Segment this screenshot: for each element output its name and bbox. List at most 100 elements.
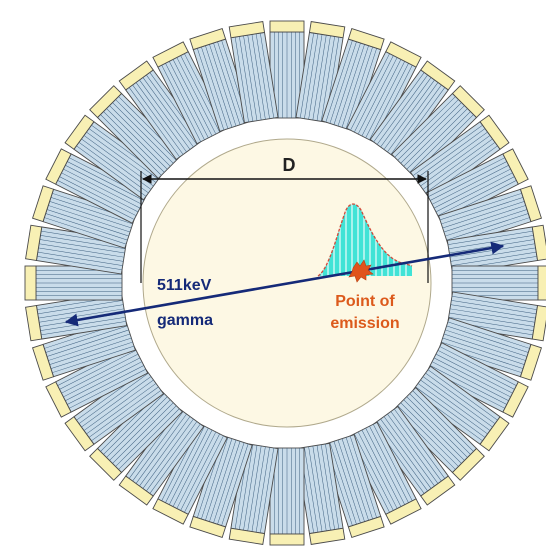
emission-label-line2: emission (330, 315, 399, 332)
crystal-divider (109, 105, 171, 167)
crystal-divider (445, 209, 528, 237)
emission-label-line1: Point of (335, 293, 395, 310)
photomultiplier-tube (64, 114, 95, 150)
crystal-divider (383, 79, 435, 150)
crystal-divider (209, 439, 237, 522)
crystal-divider (365, 61, 405, 139)
crystal-divider (441, 341, 524, 369)
crystal-divider (380, 77, 432, 148)
gamma-word-label: gamma (157, 312, 213, 329)
crystal-divider (337, 439, 365, 522)
photomultiplier-tube (537, 265, 546, 301)
crystal-divider (45, 325, 128, 353)
crystal-divider (333, 441, 361, 524)
crystal-divider (337, 44, 365, 127)
crystal-divider (373, 424, 413, 501)
crystal-divider (176, 57, 217, 135)
crystal-divider (425, 372, 496, 424)
crystal-divider (312, 445, 327, 531)
crystal-divider (78, 142, 149, 194)
photomultiplier-tube (45, 148, 72, 185)
crystal-divider (437, 350, 515, 390)
detector-module (152, 421, 228, 525)
crystal-divider (427, 369, 498, 421)
crystal-divider (251, 446, 266, 532)
photomultiplier-tube (118, 475, 154, 506)
emission-point-marker (348, 259, 374, 283)
crystal-divider (417, 131, 488, 183)
crystal-divider (255, 447, 270, 533)
crystal-divider (86, 383, 157, 435)
detector-module (32, 317, 136, 381)
crystal-divider (139, 79, 191, 150)
crystal-divider (341, 45, 369, 128)
crystal-divider (431, 165, 509, 205)
crystal-divider (115, 405, 177, 467)
crystal-divider (406, 108, 468, 170)
crystal-divider (435, 353, 513, 394)
photomultiplier-tube (479, 114, 510, 150)
crystal-divider (217, 41, 245, 124)
crystal-divider (376, 74, 428, 145)
crystal-divider (387, 82, 439, 153)
crystal-divider (345, 46, 373, 129)
crystal-divider (172, 429, 213, 507)
photomultiplier-tube (89, 447, 123, 481)
crystal-divider (403, 105, 465, 167)
crystal-divider (428, 157, 505, 197)
crystal-divider (400, 402, 462, 464)
crystal-divider (115, 99, 177, 161)
crystal-divider (437, 176, 515, 216)
crystal-divider (50, 197, 133, 225)
detector-module (321, 434, 385, 538)
crystal-divider (433, 357, 511, 398)
crystal-divider (380, 418, 432, 489)
photomultiplier-tube (347, 515, 385, 538)
crystal-divider (420, 379, 491, 431)
crystal-divider (63, 357, 141, 398)
crystal-divider (394, 96, 456, 158)
crystal-divider (169, 427, 209, 505)
photomultiplier-tube (420, 475, 456, 506)
crystal-divider (354, 433, 394, 511)
photomultiplier-tube (45, 381, 72, 418)
crystal-divider (443, 205, 526, 233)
crystal-divider (422, 376, 493, 428)
crystal-divider (184, 435, 224, 513)
crystal-divider (118, 408, 180, 470)
crystal-divider (260, 447, 275, 533)
crystal-divider (308, 34, 323, 120)
crystal-divider (329, 442, 357, 525)
diameter-label: D (283, 155, 296, 175)
crystal-divider (45, 213, 128, 241)
crystal-divider (394, 408, 446, 479)
crystal-divider (376, 421, 428, 492)
crystal-divider (341, 438, 369, 521)
crystal-divider (430, 161, 507, 201)
crystal-divider (48, 333, 131, 361)
crystal-divider (304, 33, 319, 119)
crystal-divider (442, 201, 525, 229)
crystal-divider (397, 99, 459, 161)
detector-module (409, 114, 510, 201)
crystal-divider (65, 165, 143, 205)
crystal-divider (49, 337, 132, 365)
photomultiplier-tube (269, 533, 305, 546)
photomultiplier-tube (32, 343, 55, 381)
detector-module (189, 434, 253, 538)
crystal-divider (397, 405, 459, 467)
crystal-divider (205, 45, 233, 128)
crystal-divider (333, 42, 361, 125)
detector-module (369, 60, 456, 161)
crystal-divider (57, 180, 135, 220)
crystal-divider (176, 431, 217, 509)
crystal-divider (357, 431, 398, 509)
crystal-divider (431, 361, 509, 401)
crystal-divider (209, 44, 237, 127)
detector-module (425, 342, 529, 418)
crystal-divider (316, 445, 331, 531)
detector-module (321, 28, 385, 132)
crystal-divider (349, 435, 377, 518)
crystal-divider (369, 63, 409, 140)
